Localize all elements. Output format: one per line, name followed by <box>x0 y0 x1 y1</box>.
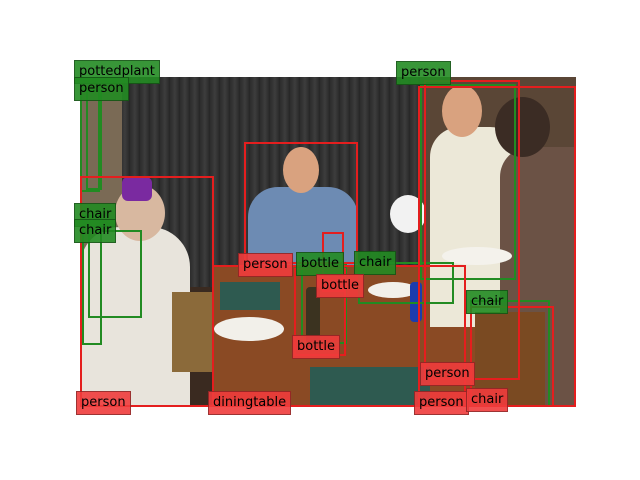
woman-right-head <box>495 97 550 157</box>
label-person: person <box>396 61 451 85</box>
label-person: person <box>76 391 131 415</box>
label-person: person <box>420 362 475 386</box>
box-chair-red <box>470 306 554 407</box>
label-bottle: bottle <box>292 335 341 359</box>
label-chair: chair <box>354 251 397 275</box>
label-diningtable: diningtable <box>208 391 292 415</box>
bottle-dark <box>306 287 320 347</box>
label-bottle: bottle <box>296 252 345 276</box>
label-person: person <box>414 391 469 415</box>
man-right-head <box>442 85 482 137</box>
serving-plate <box>442 247 512 265</box>
plate-2 <box>368 282 418 298</box>
placemat-1 <box>220 282 280 310</box>
box-person-green-right <box>420 84 516 280</box>
label-bottle: bottle <box>316 274 365 298</box>
plate-1 <box>214 317 284 341</box>
label-person: person <box>74 77 129 101</box>
party-hat <box>122 177 152 201</box>
label-person: person <box>238 253 293 277</box>
placemat-2 <box>310 367 430 407</box>
label-chair: chair <box>74 219 117 243</box>
label-chair: chair <box>466 388 509 412</box>
box-person-green-left <box>86 90 102 190</box>
seated-man-head <box>283 147 319 193</box>
label-chair: chair <box>466 290 509 314</box>
